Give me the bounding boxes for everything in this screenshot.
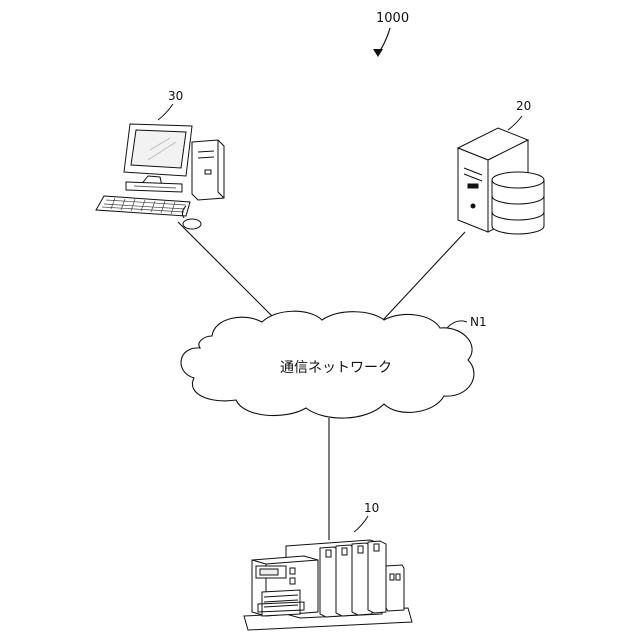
server-front <box>458 148 488 232</box>
server-ref-leader <box>508 116 522 130</box>
system-ref-label: 1000 <box>376 11 409 26</box>
server-ref-label: 20 <box>516 99 531 113</box>
database-top <box>492 172 544 188</box>
network-label: 通信ネットワーク <box>280 360 392 376</box>
terminal-ref-leader <box>158 104 173 120</box>
system-ref-arrowhead <box>373 49 383 57</box>
machine-unit-4 <box>368 541 386 613</box>
machine-ref-leader <box>354 516 368 532</box>
network-ref-label: N1 <box>470 315 487 329</box>
machine-side-unit <box>386 565 404 611</box>
system-reference: 1000 <box>373 11 409 57</box>
network-cloud: 通信ネットワーク N1 <box>181 311 487 418</box>
mouse <box>183 219 201 229</box>
machine-ref-label: 10 <box>364 501 379 515</box>
terminal-ref-label: 30 <box>168 89 183 103</box>
edge-terminal-network <box>178 222 280 324</box>
database-server-icon: 20 <box>458 99 544 234</box>
desktop-computer-icon: 30 <box>96 89 224 229</box>
edge-server-network <box>383 232 465 320</box>
network-ref-leader <box>447 321 467 328</box>
printing-machine-icon: 10 <box>244 501 412 630</box>
